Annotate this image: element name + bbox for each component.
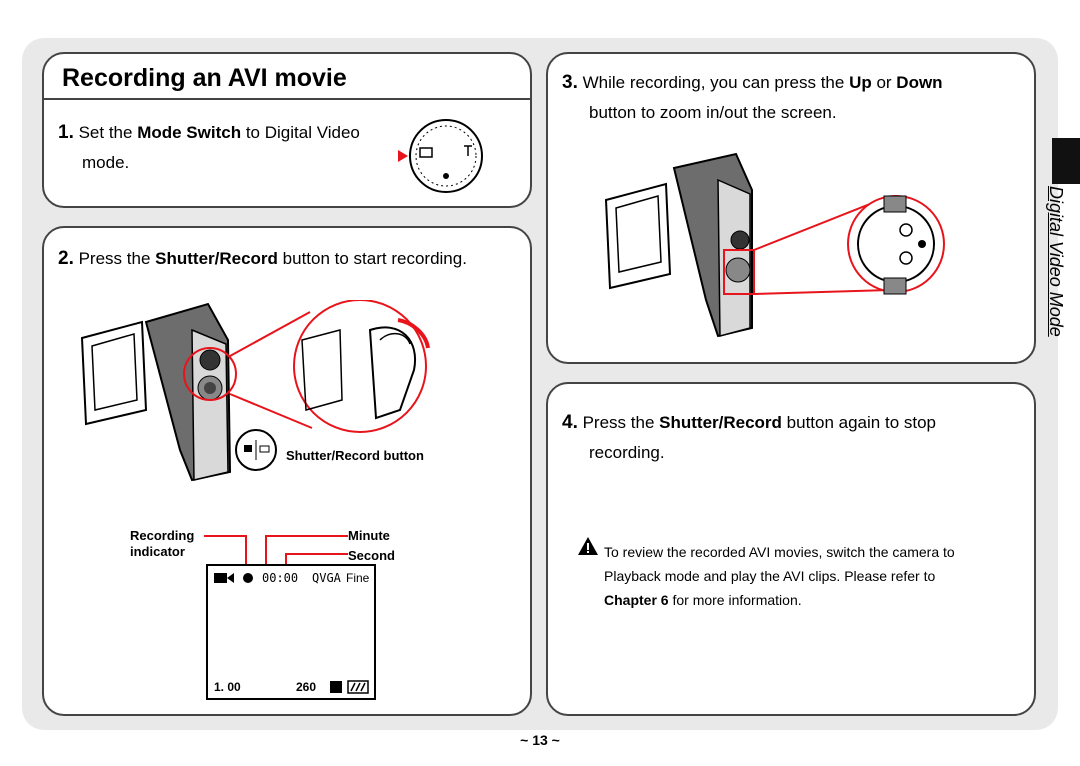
lcd-screen-diagram: 00:00 QVGA Fine 1. 00 260 <box>206 564 376 700</box>
page-title: Recording an AVI movie <box>62 64 347 92</box>
lcd-zoom: 1. 00 <box>214 680 241 694</box>
lcd-callout-lines <box>204 535 348 566</box>
lcd-label-recording: Recording <box>130 528 195 543</box>
step-1-text: 1. Set the Mode Switch to Digital Video … <box>58 122 360 172</box>
video-mode-icon <box>214 573 234 583</box>
memory-battery-icons <box>330 680 369 694</box>
recording-dot-icon <box>243 573 253 583</box>
section-tab <box>1052 138 1080 184</box>
lcd-time: 00:00 <box>262 571 299 585</box>
lcd-label-second: Second <box>348 548 395 563</box>
lcd-label-minute: Minute <box>348 528 390 543</box>
lcd-shots: 260 <box>296 680 317 694</box>
camera-shutter-illustration <box>80 300 430 482</box>
page-number: ~ 13 ~ <box>520 732 560 748</box>
note-text: To review the recorded AVI movies, switc… <box>604 544 955 608</box>
title-divider <box>44 98 530 100</box>
lcd-resolution: QVGA <box>312 571 341 585</box>
section-label: Digital Video Mode <box>1046 186 1066 337</box>
step-3-text: 3. While recording, you can press the Up… <box>562 72 943 122</box>
step-2-panel: 2. Press the Shutter/Record button to st… <box>42 226 532 716</box>
lcd-label-indicator: indicator <box>130 544 185 559</box>
warning-icon <box>578 537 598 555</box>
title-panel: Recording an AVI movie 1. Set the Mode S… <box>42 52 532 208</box>
lcd-quality: Fine <box>346 571 370 585</box>
camera-zoom-illustration <box>604 152 945 338</box>
step-4-panel: 4. Press the Shutter/Record button again… <box>546 382 1036 716</box>
step-2-text: 2. Press the Shutter/Record button to st… <box>58 248 467 269</box>
mode-dial-icon <box>398 119 483 193</box>
step-4-text: 4. Press the Shutter/Record button again… <box>562 412 936 462</box>
shutter-record-label: Shutter/Record button <box>286 448 424 463</box>
